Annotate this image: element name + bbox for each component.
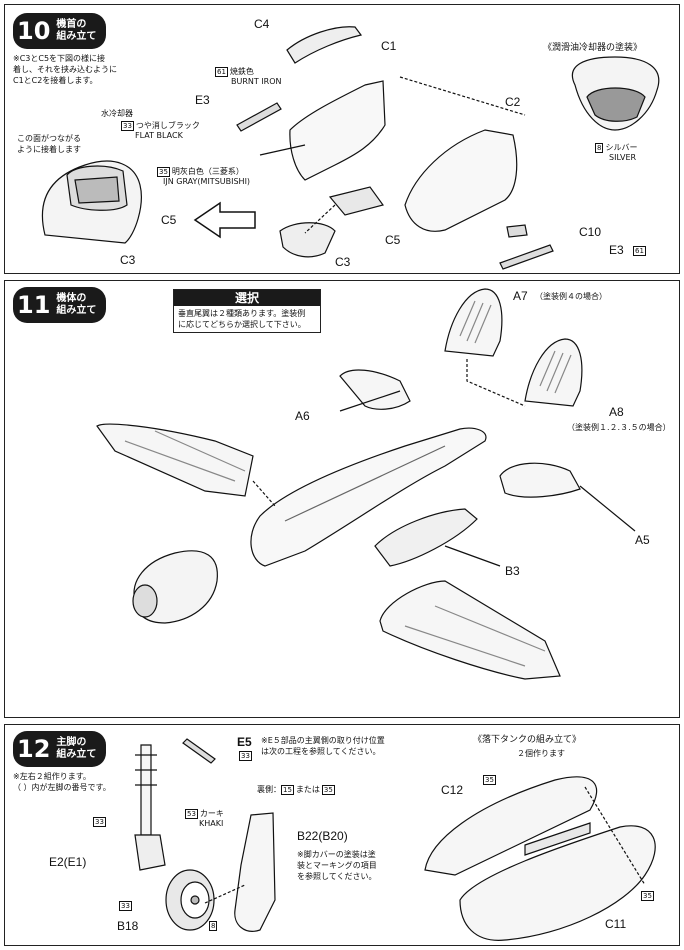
select-body: 垂直尾翼は２種類あります。塗装例 に応じてどちらか選択して下さい。 — [178, 309, 306, 329]
label-C5-right: C5 — [385, 233, 401, 247]
step-12-badge: 12 主脚の 組み立て — [13, 731, 107, 767]
oil-cooler-title: 《潤滑油冷却器の塗装》 — [543, 43, 643, 53]
cover-note: ※脚カバーの塗装は塗 装とマーキングの項目 を参照してください。 — [297, 850, 377, 881]
step-12-title: 主脚の 組み立て — [54, 731, 107, 767]
label-A5: A5 — [635, 533, 650, 547]
step-12-diagram — [134, 738, 656, 941]
label-C12: C12 — [441, 783, 464, 797]
tank-paint-top: 35 — [483, 775, 496, 785]
label-E2: E2(E1) — [49, 855, 87, 869]
paint-33-wheel: 33 — [119, 901, 132, 911]
step-12-note: ※左右２組作ります。 （ ）内が左脚の番号です。 — [13, 772, 111, 792]
label-C4: C4 — [254, 17, 270, 31]
step-10-panel: 10 機首の 組み立て ※C3とC5を下図の様に接 着し、それを挟み込むように … — [4, 4, 680, 274]
step-11-panel: 11 機体の 組み立て — [4, 280, 680, 718]
label-C5-left: C5 — [161, 213, 177, 227]
label-E3-small: E3 — [609, 243, 624, 257]
tank-sub: ２個作ります — [517, 749, 565, 758]
label-A7: A7 — [513, 289, 528, 303]
mizureikyaku-label: 水冷却器 — [101, 109, 133, 118]
paint-8-wheel: 8 — [209, 921, 218, 931]
label-A6: A6 — [295, 409, 310, 423]
E5-paint: 33 — [239, 751, 252, 761]
step-12-number: 12 — [13, 731, 55, 767]
label-E3: E3 — [195, 93, 210, 107]
step-10-number: 10 — [13, 13, 55, 49]
label-C3-right: C3 — [335, 255, 351, 269]
tank-title: 《落下タンクの組み立て》 — [473, 735, 582, 745]
label-A8: A8 — [609, 405, 624, 419]
step-12-panel: 12 主脚の 組み立て ※左右２組作ります。 （ ）内が左脚の番号です。 — [4, 724, 680, 946]
E5-note: ※E５部品の主翼側の取り付け位置 は次の工程を参照してください。 — [261, 736, 385, 756]
label-C10: C10 — [579, 225, 602, 239]
A7-note: （塗装例４の場合） — [535, 292, 607, 301]
kono-note: この面がつながる ように接着します — [17, 134, 81, 154]
A8-note: （塗装例１.２.３.５の場合） — [567, 423, 671, 432]
step-10-badge: 10 機首の 組み立て — [13, 13, 107, 49]
step-10-diagram — [41, 26, 660, 270]
label-E5: E5 — [237, 735, 252, 749]
label-C3-left: C3 — [120, 253, 136, 267]
step-10-note: ※C3とC5を下図の様に接 着し、それを挟み込むように C1とC2を接着します。 — [13, 54, 117, 85]
select-box: 選択 垂直尾翼は２種類あります。塗装例 に応じてどちらか選択して下さい。 — [173, 289, 321, 333]
label-B3: B3 — [505, 564, 520, 578]
step-11-diagram — [96, 288, 636, 680]
step-10-title: 機首の 組み立て — [54, 13, 107, 49]
label-B18: B18 — [117, 919, 139, 933]
step-11-number: 11 — [13, 287, 55, 323]
label-C11: C11 — [605, 917, 627, 931]
label-B22: B22(B20) — [297, 829, 348, 843]
label-C1: C1 — [381, 39, 397, 53]
select-title: 選択 — [174, 290, 320, 306]
label-C2: C2 — [505, 95, 521, 109]
tank-paint-right: 35 — [641, 891, 654, 901]
paint-61-small: 61 — [633, 246, 646, 256]
step-11-badge: 11 機体の 組み立て — [13, 287, 107, 323]
paint-33-strut: 33 — [93, 817, 106, 827]
step-11-title: 機体の 組み立て — [54, 287, 107, 323]
